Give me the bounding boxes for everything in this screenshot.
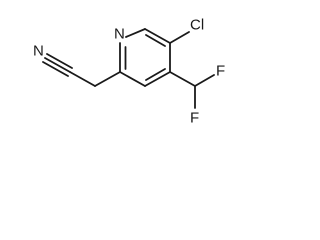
bond-c2-c3 [119,71,146,87]
triple-bond-center [44,57,71,73]
difluoromethyl-group [169,71,215,109]
pyridine-ring [119,28,171,87]
triple-bond-upper [46,53,73,69]
bond-c2-ch2 [94,71,121,87]
nitrile-nitrogen-label: N [33,43,44,60]
bond-c5-cl [169,31,190,44]
double-bond-c3-c4 [145,68,166,81]
bond-c5-c6 [144,28,171,44]
acetonitrile-group [42,53,121,87]
bond-ch2-cn [69,71,96,87]
bond-c6-n1 [125,28,146,38]
fluoro-upper-label: F [216,63,225,80]
ring-nitrogen-label: N [114,26,125,43]
molecule-structure: N Cl N F F [33,17,225,127]
fluoro-lower-label: F [190,110,199,127]
bond-c4-chf2 [169,71,196,87]
chloro-label: Cl [190,17,204,34]
triple-bond-lower [42,61,69,77]
bond-chf2-f-upper [194,74,215,87]
double-bond-c5-c6 [145,34,166,47]
bond-c3-c4 [144,71,171,87]
